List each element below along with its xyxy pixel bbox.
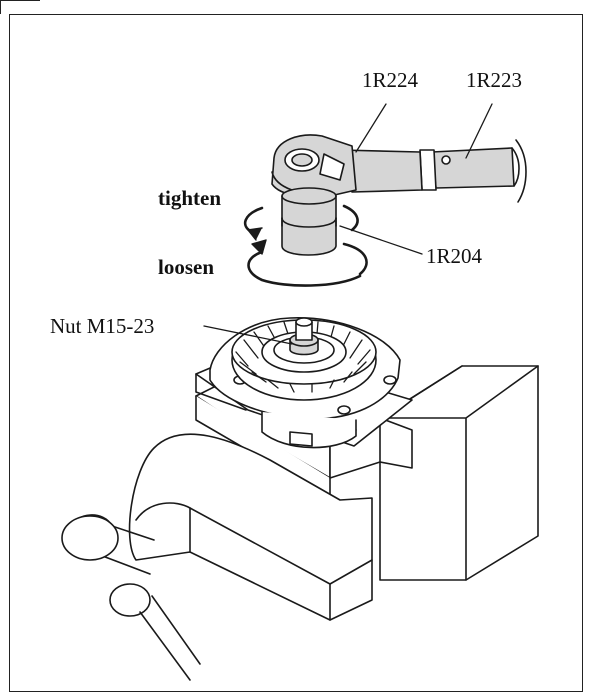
- figure-corner-mark: [0, 0, 40, 14]
- torque-wrench-handle: [419, 139, 527, 203]
- gear-assembly: [195, 317, 413, 449]
- label-1r223: 1R223: [466, 68, 523, 92]
- label-tighten: tighten: [158, 186, 221, 210]
- leader-lines: [203, 103, 493, 345]
- socket-1r204: [281, 187, 337, 256]
- label-loosen: loosen: [158, 255, 215, 279]
- tighten-arrow: [243, 204, 359, 241]
- label-nut: Nut M15-23: [50, 314, 155, 338]
- ratchet-head: [271, 134, 423, 199]
- label-1r224: 1R224: [362, 68, 419, 92]
- loosen-arrow: [247, 239, 368, 287]
- label-1r204: 1R204: [426, 244, 483, 268]
